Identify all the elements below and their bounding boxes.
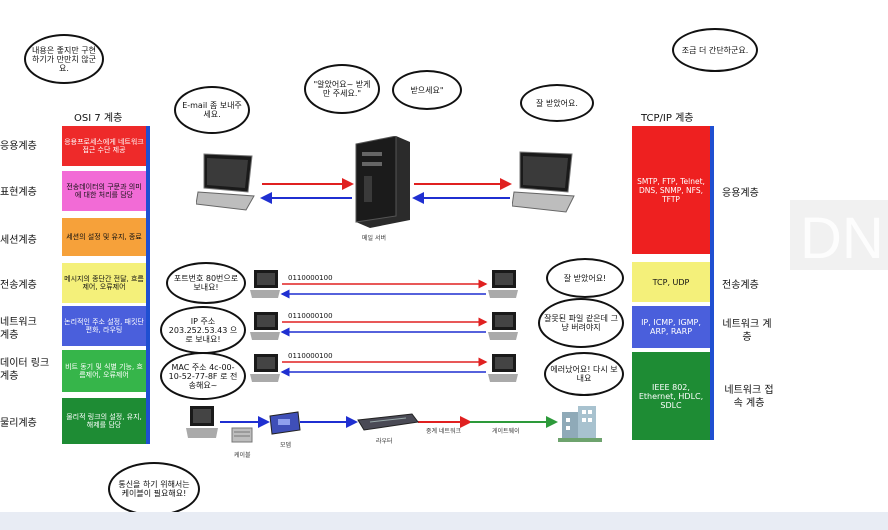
relay-caption: 중계 네트워크 <box>426 428 462 435</box>
bubble-server: "알았어요~ 받게만 주세요." <box>304 64 380 114</box>
modem-icon <box>269 411 301 435</box>
bits-label-datalink: 0110000100 <box>288 352 333 360</box>
watermark-graphic: DN <box>790 200 888 271</box>
osi-box-physical: 물리적 링크의 설정, 유지, 해제를 담당 <box>62 398 146 444</box>
tcp-header: TCP/IP 계층 <box>641 113 694 124</box>
osi-label-transport: 전송계층 <box>0 280 37 291</box>
pc-bottom-icon <box>186 406 218 438</box>
pc-right-transport-icon <box>488 270 518 298</box>
tcp-side-bar <box>710 126 714 440</box>
osi-box-application: 응용프로세스에게 네트워크 접근 수단 제공 <box>62 126 146 166</box>
bubble-mac: MAC 주소 4c-00-10-52-77-8F 로 전송해요~ <box>160 352 246 400</box>
osi-label-datalink: 데이터 링크 계층 <box>0 358 50 382</box>
bubble-error: 잘못된 파일 같은데 그냥 버려야지 <box>538 298 624 348</box>
bubble-receive: 받으세요" <box>392 70 462 110</box>
pc-left-datalink-icon <box>250 354 280 382</box>
osi-header: OSI 7 계층 <box>74 113 123 124</box>
bubble-got-it: 잘 받았어요. <box>520 84 594 122</box>
mail-server-icon <box>355 136 410 228</box>
gateway-caption: 게이트웨이 <box>492 428 520 435</box>
osi-label-network: 네트워크 계층 <box>0 317 37 341</box>
osi-label-session: 세션계층 <box>0 235 37 246</box>
router-icon <box>357 413 419 431</box>
osi-label-application: 응용계층 <box>0 141 37 152</box>
bottom-strip <box>0 512 888 530</box>
bubble-error-2: 에러났어요! 다시 보내요 <box>544 352 624 396</box>
mail-server-caption: 메일 서버 <box>362 235 386 242</box>
bubble-right-top: 조금 더 간단하군요. <box>672 28 758 72</box>
tcp-box-transport: TCP, UDP <box>632 262 710 302</box>
osi-box-network: 논리적인 주소 설정, 패킷단편화, 라우팅 <box>62 306 146 346</box>
osi-side-bar <box>146 126 150 444</box>
bubble-ip: IP 주소 203.252.53.43 으로 보내요! <box>160 306 246 354</box>
tcp-box-access: IEEE 802, Ethernet, HDLC, SDLC <box>632 352 710 440</box>
pc-left-network-icon <box>250 312 280 340</box>
bits-label-transport: 0110000100 <box>288 274 333 282</box>
osi-label-physical: 물리계층 <box>0 418 37 429</box>
tcp-box-network: IP, ICMP, IGMP, ARP, RARP <box>632 306 710 348</box>
bubble-cable: 통신을 하기 위해서는 케이블이 필요해요! <box>108 462 200 516</box>
tcp-label-transport: 전송계층 <box>722 280 759 291</box>
router-caption: 라우터 <box>376 438 393 445</box>
tcp-label-access: 네트워크 접속 계층 <box>724 385 774 409</box>
bits-label-network: 0110000100 <box>288 312 333 320</box>
modem-caption: 모뎀 <box>280 442 292 449</box>
osi-box-presentation: 전송데이터의 구문과 의미에 대한 처리를 담당 <box>62 171 146 211</box>
pc-right-network-icon <box>488 312 518 340</box>
osi-box-datalink: 비트 동기 및 식별 기능, 흐름제어, 오류제어 <box>62 350 146 392</box>
building-icon <box>558 406 602 442</box>
cable-caption: 케이블 <box>234 452 251 459</box>
laptop-receiver-icon <box>512 151 575 213</box>
pc-left-transport-icon <box>250 270 280 298</box>
bubble-email: E-mail 좀 보내주세요. <box>174 86 250 134</box>
bubble-got-it-2: 잘 받았어요! <box>546 258 624 298</box>
laptop-sender-icon <box>196 153 255 211</box>
tcp-box-application: SMTP, FTP, Telnet, DNS, SNMP, NFS, TFTP <box>632 126 710 254</box>
osi-box-transport: 메시지의 종단간 전달, 흐름제어, 오류제어 <box>62 263 146 303</box>
bubble-left-top: 내용은 좋지만 구현하기가 만만치 않군요. <box>24 34 104 84</box>
cable-icon <box>231 427 253 443</box>
osi-box-session: 세션의 설정 및 유지, 종료 <box>62 218 146 256</box>
tcp-label-network: 네트워크 계층 <box>722 319 772 343</box>
svg-text:DN: DN <box>800 206 884 271</box>
bubble-port: 포트번호 80번으로 보내요! <box>166 262 246 304</box>
tcp-label-application: 응용계층 <box>722 188 759 199</box>
osi-label-presentation: 표현계층 <box>0 187 37 198</box>
pc-right-datalink-icon <box>488 354 518 382</box>
